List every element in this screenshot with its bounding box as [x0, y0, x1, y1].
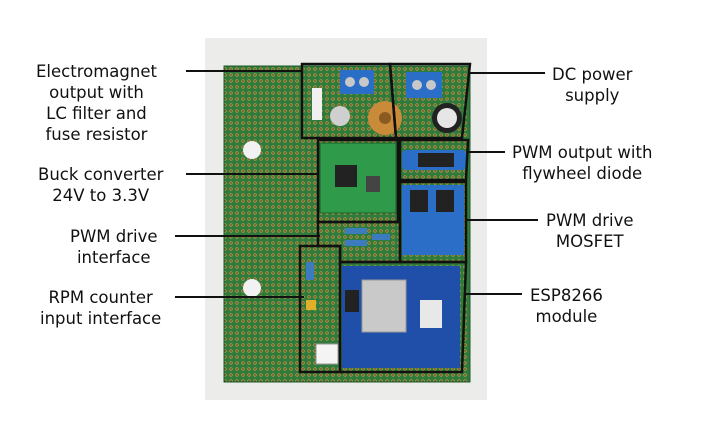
outline-pwm-output	[398, 138, 470, 182]
capacitor	[330, 106, 350, 126]
esp8266-shield	[361, 279, 407, 333]
outline-dc-power	[388, 62, 472, 140]
buck-module	[319, 142, 397, 214]
label-esp8266: ESP8266 module	[530, 286, 603, 326]
capacitor	[306, 300, 316, 310]
label-pwm-output: PWM output with flywheel diode	[512, 143, 653, 183]
resistor	[345, 228, 367, 234]
label-electromagnet: Electromagnet output with LC filter and …	[36, 62, 157, 144]
resistor	[345, 240, 367, 246]
outline-esp8266	[338, 260, 468, 374]
resistor	[372, 234, 390, 240]
label-dc-power-supply: DC power supply	[552, 65, 633, 105]
terminal-block	[406, 72, 442, 98]
label-buck-converter: Buck converter 24V to 3.3V	[38, 165, 164, 205]
section-outlines	[298, 62, 472, 374]
mounting-hole	[243, 141, 261, 159]
resistor	[306, 262, 314, 280]
connector	[315, 343, 339, 365]
leader-lines	[175, 70, 545, 298]
label-pwm-drive-mosfet: PWM drive MOSFET	[546, 211, 634, 251]
label-pwm-drive-interface: PWM drive interface	[70, 227, 158, 267]
fuse-resistor	[312, 88, 322, 120]
label-rpm-counter: RPM counter input interface	[40, 288, 162, 328]
mounting-hole	[243, 279, 261, 297]
